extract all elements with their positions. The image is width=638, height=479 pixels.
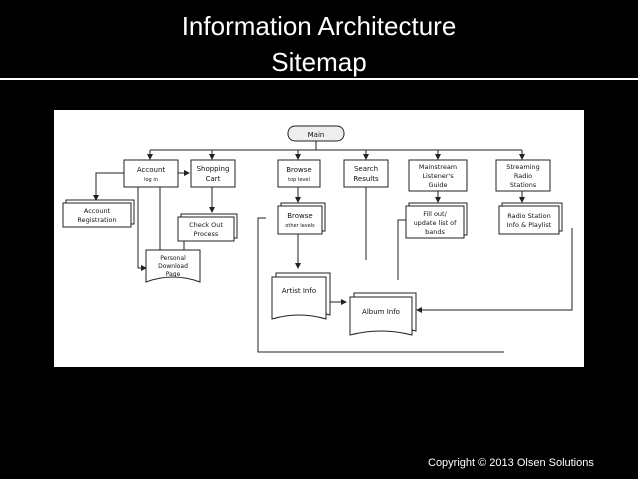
title-divider <box>0 78 638 80</box>
account-node <box>123 159 179 188</box>
shopping-label-1: Shopping <box>197 165 230 173</box>
download-label-2: Download <box>158 263 188 270</box>
sitemap-diagram: Main Account log in Shopping Cart Browse… <box>54 110 584 367</box>
slide-title-line1: Information Architecture <box>181 11 457 41</box>
registration-node <box>62 202 132 228</box>
download-label-3: Page <box>166 271 181 278</box>
fillout-label-1: Fill out/ <box>423 210 447 218</box>
checkout-label-1: Check Out <box>189 221 223 229</box>
artist-info-node <box>271 276 327 320</box>
connector-lines <box>93 141 573 353</box>
guide-label-1: Mainstream <box>419 163 457 171</box>
guide-label-3: Guide <box>428 181 447 189</box>
search-label-2: Results <box>353 175 379 183</box>
checkout-node <box>177 216 235 242</box>
account-sublabel: log in <box>144 177 158 183</box>
fillout-label-3: bands <box>425 228 445 236</box>
browse-other-node <box>277 205 323 235</box>
download-label-1: Personal <box>160 255 186 262</box>
guide-node <box>408 159 468 192</box>
guide-label-2: Listener's <box>422 172 454 180</box>
search-label-1: Search <box>354 165 378 173</box>
diagram-background <box>54 110 584 367</box>
radio-info-node <box>498 205 560 235</box>
browse-node <box>277 159 321 188</box>
album-info-label: Album Info <box>362 308 400 316</box>
browse-sublabel: top level <box>288 177 310 183</box>
registration-label-1: Account <box>84 207 111 215</box>
copyright-text: Copyright © 2013 Olsen Solutions <box>428 457 594 469</box>
artist-info-label: Artist Info <box>282 287 316 295</box>
shopping-cart-node <box>190 159 236 188</box>
browse-other-sublabel: other levels <box>285 223 315 229</box>
streaming-node <box>495 159 551 192</box>
radio-info-label-1: Radio Station <box>507 212 550 220</box>
fillout-node <box>405 205 465 239</box>
download-node <box>145 249 201 283</box>
album-info-node <box>349 296 413 336</box>
shopping-label-2: Cart <box>206 175 221 183</box>
account-label: Account <box>137 166 166 174</box>
browse-other-label: Browse <box>287 212 313 220</box>
main-node <box>287 125 345 142</box>
registration-label-2: Registration <box>77 216 116 224</box>
browse-label: Browse <box>286 166 312 174</box>
streaming-label-1: Streaming <box>506 163 540 171</box>
streaming-label-2: Radio <box>514 172 532 180</box>
fillout-label-2: update list of <box>414 219 458 227</box>
radio-info-label-2: Info & Playlist <box>507 221 552 229</box>
main-label: Main <box>308 131 325 139</box>
streaming-label-3: Stations <box>510 181 537 189</box>
checkout-label-2: Process <box>194 230 219 238</box>
search-results-node <box>343 159 389 188</box>
slide-title-line2: Sitemap <box>271 47 367 77</box>
